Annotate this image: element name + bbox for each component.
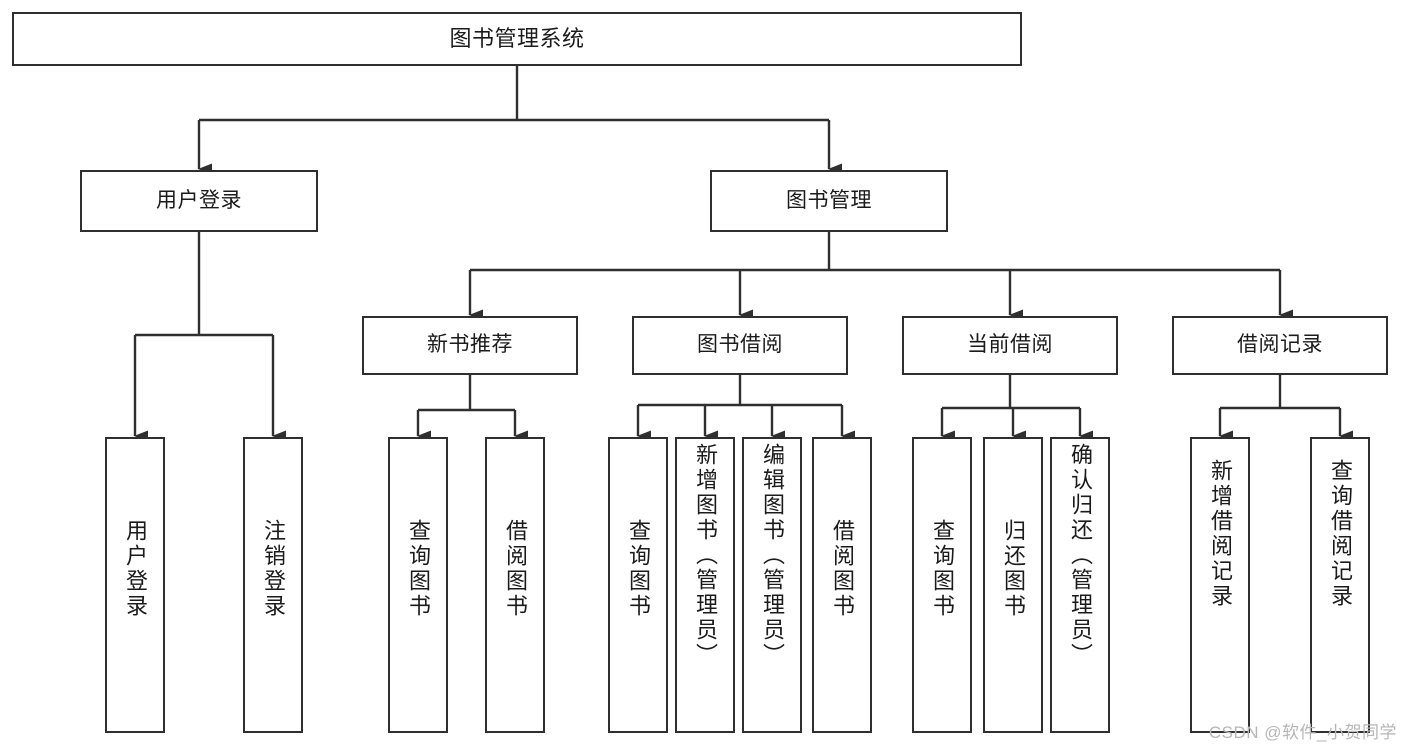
node-label-leaf-br-add: 新增图书（管理员） [693,443,718,668]
csdn-watermark: CSDN @软件_小贺同学 [1208,723,1397,742]
node-leaf-br-query[interactable]: 查询图书 [608,437,668,733]
node-leaf-cur-query[interactable]: 查询图书 [912,437,972,733]
node-leaf-user-login[interactable]: 用户登录 [105,437,165,733]
node-borrow[interactable]: 图书借阅 [632,316,848,375]
node-label-bookmgmt: 图书管理 [786,188,872,212]
node-label-leaf-cur-return: 归还图书 [1001,519,1026,619]
node-label-leaf-new-borrow: 借阅图书 [503,519,528,619]
node-label-leaf-br-edit: 编辑图书（管理员） [760,443,785,668]
node-label-newbook: 新书推荐 [427,333,513,357]
node-label-records: 借阅记录 [1237,333,1323,357]
node-records[interactable]: 借阅记录 [1172,316,1388,375]
node-label-leaf-cur-confirm: 确认归还（管理员） [1068,443,1093,668]
node-newbook[interactable]: 新书推荐 [362,316,578,375]
node-label-leaf-rec-query: 查询借阅记录 [1328,459,1353,609]
node-label-current: 当前借阅 [967,333,1053,357]
node-label-leaf-br-borrow: 借阅图书 [830,519,855,619]
node-leaf-rec-query[interactable]: 查询借阅记录 [1310,437,1370,733]
node-bookmgmt[interactable]: 图书管理 [710,170,948,232]
node-login[interactable]: 用户登录 [80,170,318,232]
node-leaf-cur-return[interactable]: 归还图书 [983,437,1043,733]
node-label-leaf-new-query: 查询图书 [406,519,431,619]
node-label-login: 用户登录 [156,188,242,212]
node-label-root: 图书管理系统 [449,26,585,52]
node-label-leaf-cur-query: 查询图书 [930,519,955,619]
node-label-leaf-rec-add: 新增借阅记录 [1208,459,1233,609]
node-label-borrow: 图书借阅 [697,333,783,357]
node-leaf-new-borrow[interactable]: 借阅图书 [485,437,545,733]
node-leaf-br-edit[interactable]: 编辑图书（管理员） [742,437,802,733]
node-leaf-new-query[interactable]: 查询图书 [388,437,448,733]
node-label-leaf-user-logout: 注销登录 [261,519,286,619]
node-leaf-cur-confirm[interactable]: 确认归还（管理员） [1050,437,1110,733]
node-label-leaf-br-query: 查询图书 [626,519,651,619]
node-current[interactable]: 当前借阅 [902,316,1118,375]
node-leaf-user-logout[interactable]: 注销登录 [243,437,303,733]
node-leaf-br-borrow[interactable]: 借阅图书 [812,437,872,733]
node-leaf-br-add[interactable]: 新增图书（管理员） [675,437,735,733]
node-root[interactable]: 图书管理系统 [12,12,1022,66]
node-leaf-rec-add[interactable]: 新增借阅记录 [1190,437,1250,733]
node-label-leaf-user-login: 用户登录 [123,519,148,619]
